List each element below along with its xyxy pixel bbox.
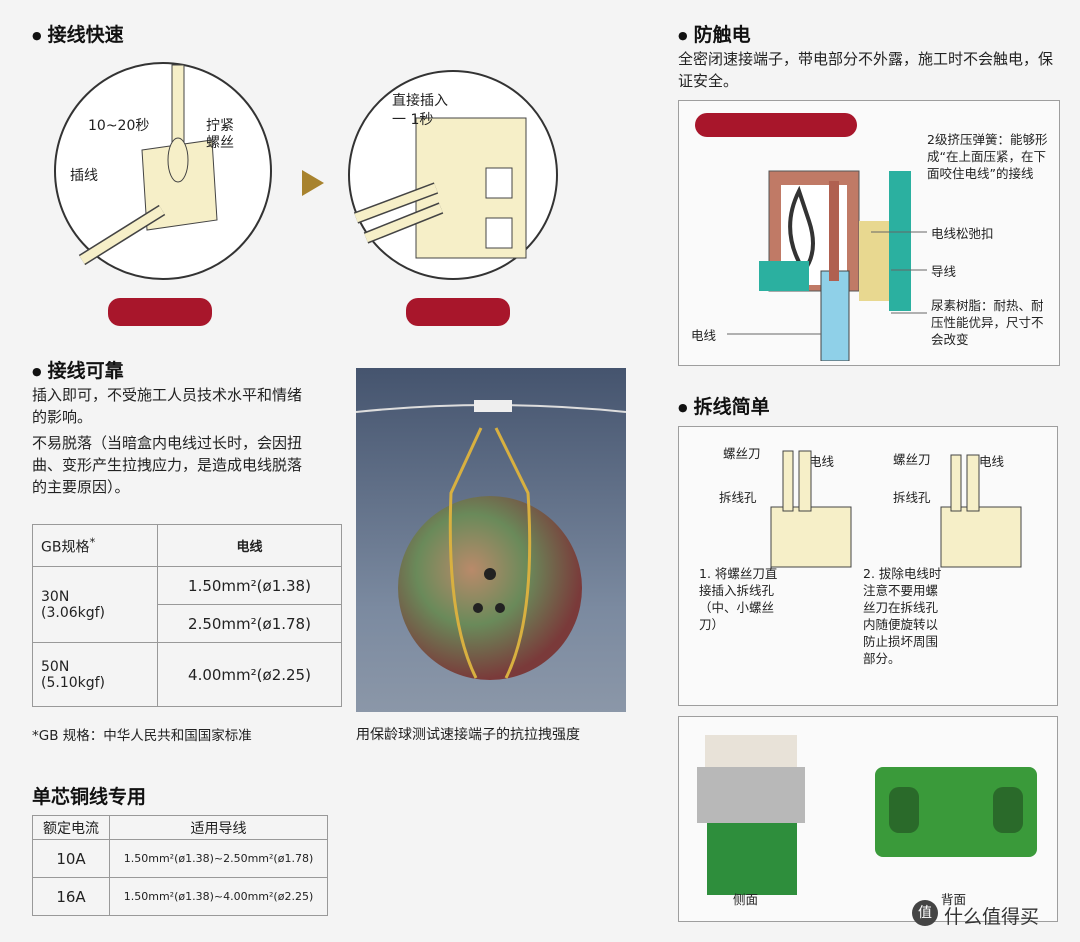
reliable-paragraph-1: 插入即可，不受施工人员技术水平和情绪的影响。 <box>32 386 303 426</box>
table-row: 额定电流 适用导线 <box>32 815 328 840</box>
section-title-reliable: 接线可靠 <box>32 356 124 383</box>
current-cell: 16A <box>32 877 110 916</box>
bowling-ball-drawing <box>355 400 627 680</box>
watermark-text: 什么值得买 <box>944 906 1040 928</box>
gb-footnote: *GB 规格：中华人民共和国国家标准 <box>32 728 252 744</box>
current-header-cell: 额定电流 <box>32 815 110 840</box>
terminal-cross-section <box>759 170 911 361</box>
force-cell: 30N(3.06kgf) <box>32 566 158 643</box>
direct-insert-illustration <box>348 70 558 280</box>
note-conductor: 导线 <box>931 264 957 279</box>
red-label-bar-3 <box>695 113 857 137</box>
label-hole-1: 拆线孔 <box>719 490 757 505</box>
note-wire: 电线 <box>691 328 717 343</box>
label-hole-2: 拆线孔 <box>893 490 931 505</box>
label-wire-1: 电线 <box>809 454 835 469</box>
table-row: 10A 1.50mm²(ø1.38)~2.50mm²(ø1.78) <box>32 839 328 878</box>
shock-description: 全密闭速接端子，带电部分不外露，施工时不会触电，保证安全。 <box>678 50 1054 90</box>
gb-header-cell: GB规格* <box>32 524 158 567</box>
label-tighten: 拧紧 螺丝 <box>206 118 234 151</box>
back-view-photo <box>875 767 1037 857</box>
bowling-caption: 用保龄球测试速接端子的抗拉拽强度 <box>356 727 580 743</box>
step-1-text: 1. 将螺丝刀直接插入拆线孔（中、小螺丝刀） <box>699 566 778 632</box>
wire-spec-cell: 2.50mm²(ø1.78) <box>157 604 342 643</box>
gb-spec-table: GB规格* 电线 30N(3.06kgf) 1.50mm²(ø1.38) 2.5… <box>32 524 342 707</box>
wire-spec-cell: 1.50mm²(ø1.38) <box>157 566 342 605</box>
label-wire-2: 电线 <box>979 454 1005 469</box>
table-row: 16A 1.50mm²(ø1.38)~4.00mm²(ø2.25) <box>32 877 328 916</box>
remove-illustrations <box>770 450 1022 568</box>
label-time: 10~20秒 <box>88 118 150 134</box>
force-cell: 50N(5.10kgf) <box>32 642 158 707</box>
wire-range-cell: 1.50mm²(ø1.38)~2.50mm²(ø1.78) <box>109 839 328 878</box>
wire-header-cell: 电线 <box>157 524 342 567</box>
side-view-photo <box>697 735 805 895</box>
section-title-shock: 防触电 <box>678 20 751 47</box>
label-screwdriver-2: 螺丝刀 <box>893 452 931 467</box>
note-wire-lock: 电线松弛扣 <box>931 226 994 241</box>
table-row: 2.50mm²(ø1.78) <box>33 604 342 643</box>
table-row: 30N(3.06kgf) 1.50mm²(ø1.38) <box>32 566 342 643</box>
shock-diagram-panel: 2级挤压弹簧：能够形成“在上面压紧，在下面咬住电线”的接线 电线松弛扣 导线 尿… <box>678 100 1060 366</box>
label-back-view: 背面 <box>941 892 967 907</box>
wire-range-cell: 1.50mm²(ø1.38)~4.00mm²(ø2.25) <box>109 877 328 916</box>
label-insert: 插线 <box>70 168 98 184</box>
quick-screw-illustration <box>54 62 272 280</box>
watermark-logo-icon: 值 <box>912 900 938 926</box>
step-2-text: 2. 拔除电线时注意不要用螺丝刀在拆线孔内随便旋转以防止损坏周围部分。 <box>863 566 942 666</box>
red-label-bar-1 <box>108 298 212 326</box>
label-screwdriver-1: 螺丝刀 <box>723 446 761 461</box>
bowling-ball-photo <box>355 368 627 712</box>
red-label-bar-2 <box>406 298 510 326</box>
section-title-fast: 接线快速 <box>32 20 124 47</box>
table-row: GB规格* 电线 <box>32 524 342 567</box>
label-side-view: 侧面 <box>733 892 759 907</box>
current-cell: 10A <box>32 839 110 878</box>
label-direct-insert: 直接插入 一 1秒 <box>392 93 448 128</box>
table-row: 50N(5.10kgf) 4.00mm²(ø2.25) <box>32 642 342 707</box>
section-title-remove: 拆线简单 <box>678 392 770 419</box>
wire-header-cell: 适用导线 <box>109 815 328 840</box>
views-panel: 侧面 背面 <box>678 716 1058 922</box>
wire-spec-cell: 4.00mm²(ø2.25) <box>157 642 342 707</box>
arrow-right-icon <box>302 170 324 196</box>
note-resin: 尿素树脂：耐热、耐压性能优异，尺寸不会改变 <box>931 298 1044 347</box>
note-spring: 2级挤压弹簧：能够形成“在上面压紧，在下面咬住电线”的接线 <box>927 132 1048 181</box>
reliable-paragraph-2: 不易脱落（当暗盒内电线过长时，会因扭曲、变形产生拉拽应力，是造成电线脱落的主要原… <box>32 434 303 496</box>
leader-lines <box>727 231 927 335</box>
section-title-copper: 单芯铜线专用 <box>32 786 147 808</box>
copper-table: 额定电流 适用导线 10A 1.50mm²(ø1.38)~2.50mm²(ø1.… <box>32 815 328 916</box>
remove-diagram-panel: 螺丝刀 电线 拆线孔 螺丝刀 电线 拆线孔 1. 将螺丝刀直接插入拆线孔（中、小… <box>678 426 1058 706</box>
